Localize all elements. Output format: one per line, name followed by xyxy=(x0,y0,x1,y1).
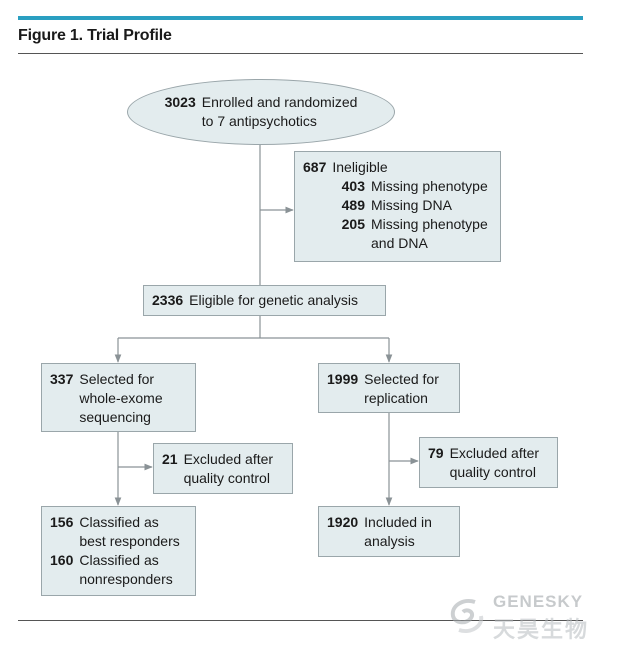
enrolled-count: 3023 xyxy=(164,94,196,110)
excluded-wes-count: 21 xyxy=(162,451,178,467)
genesky-logo-icon xyxy=(450,599,484,633)
replication-label: Selected for xyxy=(364,371,439,387)
enrolled-label: Enrolled and randomized xyxy=(201,94,358,110)
replication-label-2: replication xyxy=(364,390,428,406)
excluded-rep-label-2: quality control xyxy=(449,464,536,480)
eligible-count: 2336 xyxy=(152,292,184,308)
excluded-rep-box: 79 Excluded after quality control xyxy=(419,437,558,488)
wes-label-2: whole-exome xyxy=(79,390,163,406)
excluded-rep-label: Excluded after xyxy=(449,445,540,461)
ineligible-box: 687 Ineligible 403 Missing phenotype 489… xyxy=(294,151,501,262)
missing-both-count: 205 xyxy=(341,216,365,232)
excluded-wes-label: Excluded after xyxy=(183,451,274,467)
included-count: 1920 xyxy=(327,514,359,530)
best-responders-label-2: best responders xyxy=(79,533,180,549)
eligible-label: Eligible for genetic analysis xyxy=(189,292,359,308)
enrolled-label-2: to 7 antipsychotics xyxy=(201,113,317,129)
enrolled-node: 3023 Enrolled and randomized to 7 antips… xyxy=(127,79,395,145)
top-accent-bar xyxy=(18,16,583,20)
missing-both-label: Missing phenotype xyxy=(371,216,488,232)
nonresponders-label: Classified as xyxy=(79,552,159,568)
excluded-wes-box: 21 Excluded after quality control xyxy=(153,443,293,494)
watermark-text-en: GENESKY xyxy=(493,592,584,611)
figure-title: Figure 1. Trial Profile xyxy=(18,27,172,44)
eligible-box: 2336 Eligible for genetic analysis xyxy=(143,285,386,316)
missing-dna-count: 489 xyxy=(341,197,365,213)
excluded-rep-count: 79 xyxy=(428,445,444,461)
missing-both-label-2: and DNA xyxy=(371,235,428,251)
nonresponders-label-2: nonresponders xyxy=(79,571,173,587)
replication-box: 1999 Selected for replication xyxy=(318,363,460,413)
best-responders-count: 156 xyxy=(50,514,74,530)
watermark: GENESKY 天昊生物 xyxy=(445,590,605,642)
ineligible-label: Ineligible xyxy=(332,159,388,175)
included-label: Included in xyxy=(364,514,432,530)
missing-phenotype-count: 403 xyxy=(341,178,365,194)
ineligible-count: 687 xyxy=(303,159,327,175)
included-box: 1920 Included in analysis xyxy=(318,506,460,557)
included-label-2: analysis xyxy=(364,533,415,549)
missing-phenotype-label: Missing phenotype xyxy=(371,178,488,194)
bottom-divider xyxy=(18,620,583,621)
best-responders-label: Classified as xyxy=(79,514,159,530)
wes-count: 337 xyxy=(50,371,74,387)
excluded-wes-label-2: quality control xyxy=(183,470,270,486)
replication-count: 1999 xyxy=(327,371,359,387)
missing-dna-label: Missing DNA xyxy=(371,197,452,213)
title-divider xyxy=(18,53,583,54)
wes-label: Selected for xyxy=(79,371,155,387)
watermark-text-cn: 天昊生物 xyxy=(493,617,590,642)
wes-box: 337 Selected for whole-exome sequencing xyxy=(41,363,196,432)
nonresponders-count: 160 xyxy=(50,552,74,568)
wes-label-3: sequencing xyxy=(79,409,151,425)
classified-box: 156 Classified as best responders 160 Cl… xyxy=(41,506,196,596)
